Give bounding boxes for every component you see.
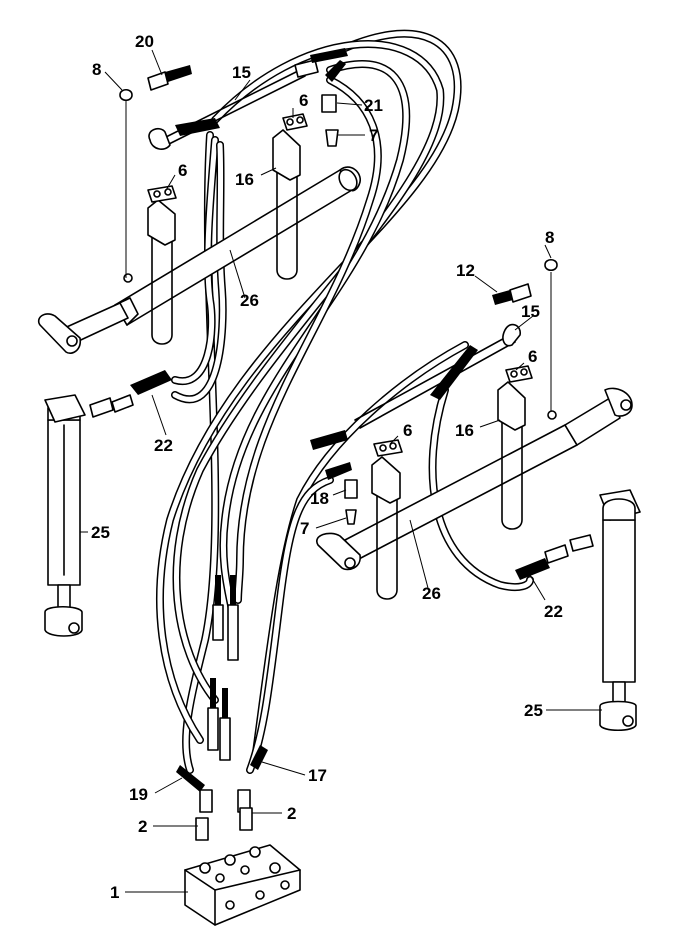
- right-vertical-cylinder: [599, 489, 641, 732]
- callout-22-left: 22: [154, 436, 173, 455]
- u-bolt-16-upper: [272, 129, 301, 280]
- callout-26-lower: 26: [422, 584, 441, 603]
- callout-8-upper: 8: [92, 60, 101, 79]
- callout-2-left: 2: [138, 817, 147, 836]
- callout-8-lower: 8: [545, 228, 554, 247]
- callout-22-right: 22: [544, 602, 563, 621]
- center-fittings: [176, 575, 268, 841]
- u-bolt-right-lower: [371, 456, 401, 600]
- right-horizontal-cylinder: [316, 387, 633, 571]
- clip-6-b: [147, 185, 177, 203]
- clip-6-d: [373, 439, 403, 457]
- leader-lines: [80, 49, 602, 893]
- callout-19: 19: [129, 785, 148, 804]
- clip-6-a: [282, 113, 308, 131]
- callout-25-right: 25: [524, 701, 543, 720]
- callout-26-upper: 26: [240, 291, 259, 310]
- callout-labels: 1 2 2 19 17 25 25 22 22 26 26 20 8 8 12 …: [91, 32, 563, 902]
- clip-6-c: [505, 365, 533, 383]
- callout-15-lower: 15: [521, 302, 540, 321]
- callout-25-left: 25: [91, 523, 110, 542]
- callout-1: 1: [110, 883, 119, 902]
- callout-15-upper: 15: [232, 63, 251, 82]
- callout-7-lower: 7: [300, 519, 309, 538]
- callout-6-right-upper: 6: [528, 347, 537, 366]
- upper-left-cylinder: [37, 166, 361, 354]
- callout-12: 12: [456, 261, 475, 280]
- callout-18: 18: [310, 489, 329, 508]
- fitting-22-right: [515, 534, 594, 580]
- callout-17: 17: [308, 766, 327, 785]
- callout-16-upper: 16: [235, 170, 254, 189]
- fitting-set-right: [310, 258, 558, 525]
- control-valve: [184, 844, 301, 926]
- callout-6-upper-left: 6: [178, 161, 187, 180]
- callout-20: 20: [135, 32, 154, 51]
- u-bolt-16-lower: [497, 381, 526, 530]
- callout-21: 21: [364, 96, 383, 115]
- callout-16-lower: 16: [455, 421, 474, 440]
- fitting-set-upper-left: [119, 48, 348, 278]
- callout-7-upper: 7: [369, 126, 378, 145]
- callout-6-upper-center: 6: [299, 91, 308, 110]
- callout-2-right: 2: [287, 804, 296, 823]
- fitting-22-left: [89, 370, 172, 418]
- hose-bundle: [156, 29, 534, 774]
- left-vertical-cylinder: [44, 394, 86, 637]
- callout-6-right-lower: 6: [403, 421, 412, 440]
